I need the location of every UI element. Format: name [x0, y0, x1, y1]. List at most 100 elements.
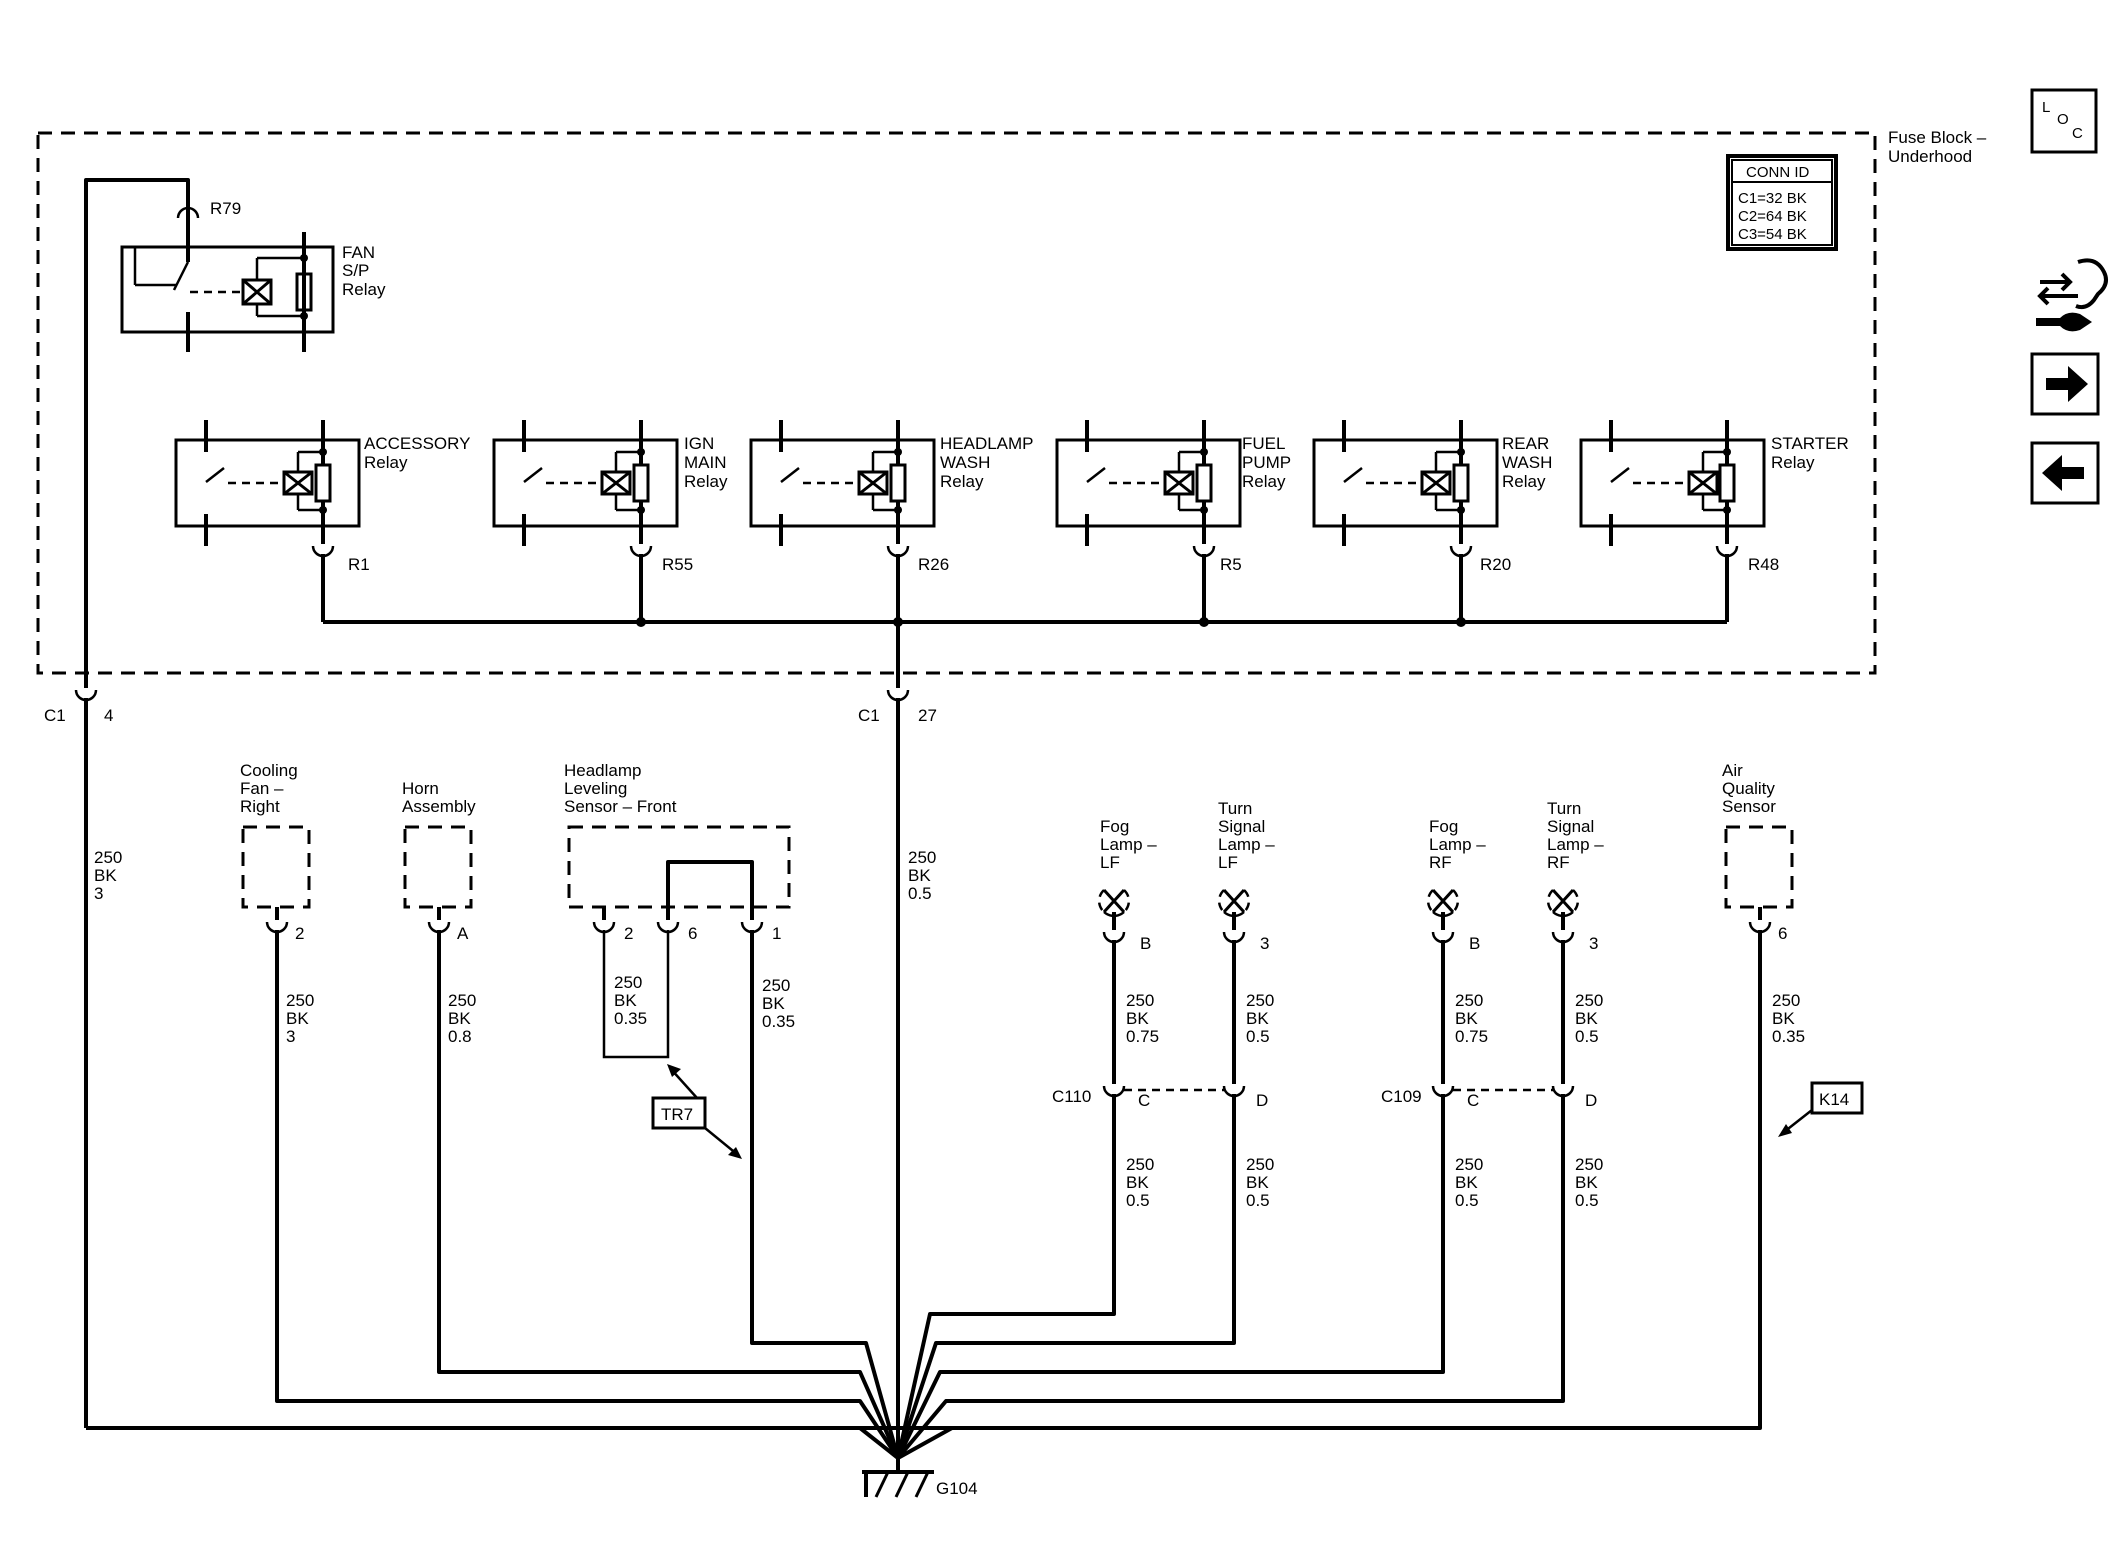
relay-ign-main-label: IGN	[684, 434, 714, 453]
svg-text:PUMP: PUMP	[1242, 453, 1291, 472]
svg-text:Relay: Relay	[684, 472, 728, 491]
svg-text:6: 6	[1778, 924, 1787, 943]
svg-text:MAIN: MAIN	[684, 453, 727, 472]
svg-text:3: 3	[1260, 934, 1269, 953]
svg-text:250: 250	[1126, 991, 1154, 1010]
svg-text:Cooling: Cooling	[240, 761, 298, 780]
relay-headlamp-wash-label: HEADLAMP	[940, 434, 1034, 453]
fuse-block-subtitle: Underhood	[1888, 147, 1972, 166]
svg-text:0.5: 0.5	[1246, 1191, 1270, 1210]
svg-text:C: C	[1467, 1091, 1479, 1110]
turn-lamp-rf-bulb-icon	[1546, 888, 1580, 918]
svg-text:Relay: Relay	[1242, 472, 1286, 491]
svg-text:250: 250	[1575, 1155, 1603, 1174]
ground-label: G104	[936, 1479, 978, 1498]
terminal-r79: R79	[210, 199, 241, 218]
svg-text:Fog: Fog	[1429, 817, 1458, 836]
relay-fuel-pump	[1055, 420, 1242, 622]
cooling-fan-right: Cooling Fan – Right 2	[240, 761, 311, 943]
svg-text:0.75: 0.75	[1126, 1027, 1159, 1046]
svg-text:BK: BK	[1575, 1173, 1598, 1192]
svg-text:Fog: Fog	[1100, 817, 1129, 836]
svg-text:RF: RF	[1429, 853, 1452, 872]
svg-text:RF: RF	[1547, 853, 1570, 872]
svg-text:3: 3	[94, 884, 103, 903]
connector-c110: C110 C D	[1052, 1085, 1268, 1110]
svg-text:0.5: 0.5	[1126, 1191, 1150, 1210]
horn-assembly: Horn Assembly A	[402, 779, 476, 943]
next-page-arrow-icon[interactable]	[2030, 352, 2100, 416]
svg-text:Relay: Relay	[1502, 472, 1546, 491]
conn-id-c2: C2=64 BK	[1738, 208, 1807, 225]
reference-tr7[interactable]: TR7	[651, 1064, 742, 1159]
relay-accessory-label: ACCESSORY	[364, 434, 470, 453]
ground-g104: G104	[862, 1458, 978, 1498]
svg-text:BK: BK	[762, 994, 785, 1013]
svg-text:Turn: Turn	[1547, 799, 1581, 818]
svg-text:D: D	[1256, 1091, 1268, 1110]
svg-text:B: B	[1469, 934, 1480, 953]
svg-text:BK: BK	[94, 866, 117, 885]
turn-signal-lamp-rf: Turn Signal Lamp – RF 3	[1546, 799, 1604, 953]
svg-text:BK: BK	[1575, 1009, 1598, 1028]
reference-k14[interactable]: K14	[1778, 1081, 1864, 1137]
relay-accessory	[174, 420, 361, 622]
svg-text:1: 1	[772, 924, 781, 943]
svg-text:250: 250	[1772, 991, 1800, 1010]
svg-text:BK: BK	[614, 991, 637, 1010]
location-button[interactable]: L O C	[2030, 88, 2098, 154]
svg-text:250: 250	[908, 848, 936, 867]
svg-text:BK: BK	[286, 1009, 309, 1028]
fan-sp-relay: FAN S/P Relay R79	[120, 199, 386, 352]
previous-page-arrow-icon[interactable]	[2030, 441, 2100, 505]
svg-text:0.5: 0.5	[1575, 1027, 1599, 1046]
svg-text:Leveling: Leveling	[564, 779, 627, 798]
svg-text:250: 250	[286, 991, 314, 1010]
svg-text:BK: BK	[1772, 1009, 1795, 1028]
component-wrench-icon[interactable]	[2036, 258, 2108, 332]
fuse-block-boundary	[36, 131, 1877, 675]
svg-text:250: 250	[1455, 1155, 1483, 1174]
svg-text:Sensor: Sensor	[1722, 797, 1776, 816]
svg-text:0.75: 0.75	[1455, 1027, 1488, 1046]
svg-text:0.8: 0.8	[448, 1027, 472, 1046]
fog-lamp-rf-bulb-icon	[1426, 888, 1460, 918]
svg-text:2: 2	[624, 924, 633, 943]
svg-text:250: 250	[1246, 991, 1274, 1010]
conn-id-header: CONN ID	[1746, 164, 1810, 181]
svg-text:BK: BK	[1455, 1173, 1478, 1192]
svg-text:Signal: Signal	[1547, 817, 1594, 836]
svg-text:C: C	[1138, 1091, 1150, 1110]
svg-text:C1: C1	[44, 706, 66, 725]
svg-text:250: 250	[1575, 991, 1603, 1010]
turn-signal-lamp-lf: Turn Signal Lamp – LF 3	[1217, 799, 1275, 953]
conn-id-c1: C1=32 BK	[1738, 190, 1807, 207]
svg-text:4: 4	[104, 706, 113, 725]
svg-text:0.35: 0.35	[1772, 1027, 1805, 1046]
svg-text:6: 6	[688, 924, 697, 943]
svg-text:0.5: 0.5	[1575, 1191, 1599, 1210]
svg-text:O: O	[2057, 111, 2069, 128]
relay-rear-wash	[1312, 420, 1499, 622]
svg-text:LF: LF	[1100, 853, 1120, 872]
svg-text:0.5: 0.5	[908, 884, 932, 903]
svg-text:BK: BK	[1246, 1009, 1269, 1028]
svg-text:FAN: FAN	[342, 243, 375, 262]
relay-row	[174, 420, 1766, 622]
svg-text:Lamp –: Lamp –	[1218, 835, 1275, 854]
svg-text:Air: Air	[1722, 761, 1743, 780]
svg-text:Relay: Relay	[940, 472, 984, 491]
svg-text:3: 3	[286, 1027, 295, 1046]
svg-text:L: L	[2042, 99, 2050, 116]
svg-text:Relay: Relay	[1771, 453, 1815, 472]
svg-text:S/P: S/P	[342, 261, 369, 280]
svg-text:0.5: 0.5	[1455, 1191, 1479, 1210]
svg-text:Fan –: Fan –	[240, 779, 284, 798]
svg-text:0.35: 0.35	[614, 1009, 647, 1028]
relay-rear-wash-label: REAR	[1502, 434, 1549, 453]
svg-text:BK: BK	[1246, 1173, 1269, 1192]
svg-text:WASH: WASH	[940, 453, 990, 472]
terminal-r55: R55	[662, 555, 693, 574]
turn-lamp-lf-bulb-icon	[1217, 888, 1251, 918]
svg-text:WASH: WASH	[1502, 453, 1552, 472]
